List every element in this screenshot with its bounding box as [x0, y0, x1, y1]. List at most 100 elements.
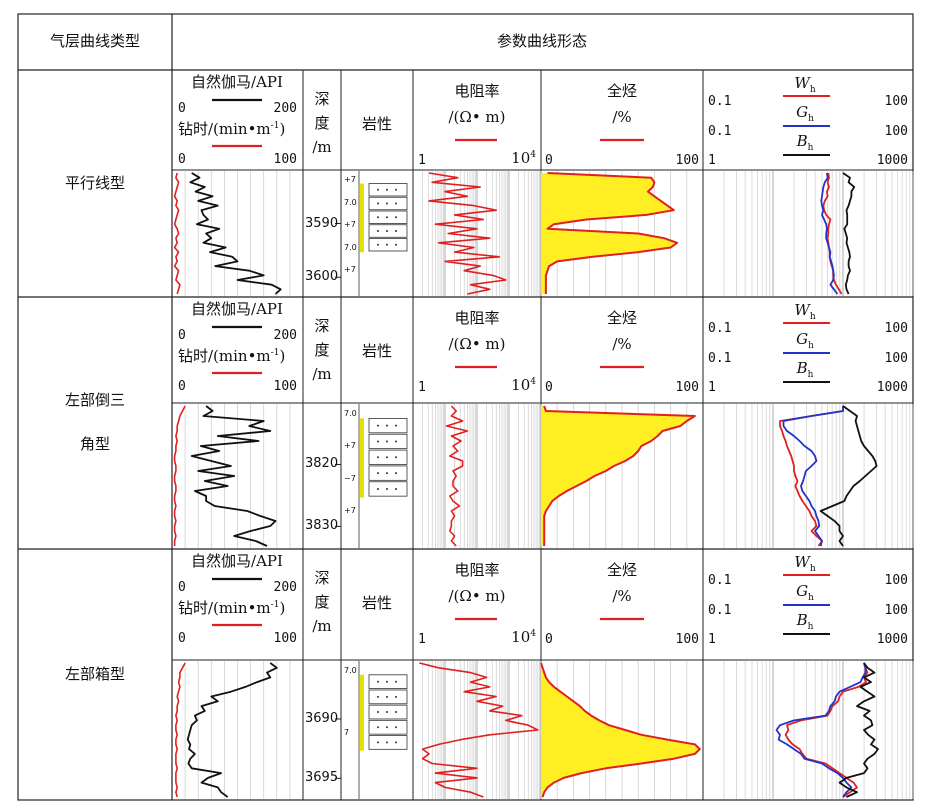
- total-gas-max: 100: [675, 632, 699, 647]
- bh-max: 1000: [876, 380, 908, 395]
- gamma-curve: [186, 662, 278, 798]
- lith-dot: [377, 680, 379, 683]
- resistivity-curve: [445, 405, 469, 547]
- drill-title: 钻时/(min•m-1): [178, 349, 285, 364]
- drill-time-curve: [173, 405, 186, 546]
- resistivity-title: 电阻率: [454, 82, 500, 100]
- lith-label: 7: [344, 727, 350, 737]
- row-type-label: 平行线型: [64, 173, 126, 192]
- bh-symbol-subscript: h: [807, 143, 814, 153]
- lith-dot: [386, 456, 388, 459]
- wh-max: 100: [884, 94, 908, 109]
- resistivity-min: 1: [418, 632, 426, 647]
- lith-dot: [395, 726, 397, 729]
- bh-symbol-symbol: B: [796, 359, 808, 377]
- wh-curve: [784, 662, 869, 798]
- depth-header-char: 度: [314, 114, 330, 132]
- bh-curve: [819, 405, 878, 547]
- lith-dot: [395, 202, 397, 205]
- bh-curve: [838, 662, 879, 798]
- lith-dot: [395, 440, 397, 443]
- resistivity-max-sup: 4: [530, 377, 536, 387]
- row-type-label: 左部倒三: [64, 391, 126, 409]
- lith-dot: [386, 695, 388, 698]
- lith-label: 7.0: [344, 242, 357, 252]
- gamma-title: 自然伽马/API: [191, 300, 283, 318]
- lith-dot: [377, 424, 379, 427]
- lith-dot: [386, 230, 388, 232]
- gh-symbol: Gh: [796, 584, 814, 603]
- lith-dot: [377, 456, 379, 459]
- depth-label: 3830: [305, 518, 339, 534]
- bh-min: 1: [708, 632, 716, 647]
- drill-title-base: 钻时/(min•m: [178, 599, 271, 617]
- bh-symbol-symbol: B: [796, 611, 808, 629]
- resistivity-unit: /(Ω• m): [448, 335, 506, 353]
- wh-max: 100: [884, 573, 908, 588]
- lith-dot: [377, 216, 379, 219]
- gh-curve: [820, 172, 839, 295]
- table-border: [17, 13, 914, 801]
- lith-label: −7: [344, 473, 356, 483]
- gh-min: 0.1: [708, 603, 732, 618]
- gamma-curve: [189, 172, 282, 295]
- bh-min: 1: [708, 153, 716, 168]
- gh-curve: [775, 662, 867, 798]
- wh-symbol-symbol: W: [794, 301, 810, 319]
- lith-dot: [386, 188, 388, 191]
- column-header-shape: 参数曲线形态: [496, 32, 588, 50]
- lith-dot: [377, 487, 379, 490]
- resistivity-max-sup: 4: [530, 629, 536, 639]
- gamma-max: 200: [273, 101, 297, 116]
- lith-marker: [360, 674, 364, 751]
- wh-symbol-subscript: h: [809, 85, 816, 95]
- resistivity-title: 电阻率: [454, 561, 500, 579]
- gamma-min: 0: [178, 328, 186, 343]
- depth-label: 3590: [305, 215, 339, 231]
- depth-header-char: 度: [314, 341, 330, 359]
- drill-min: 0: [178, 631, 186, 646]
- total-gas-fill: [541, 173, 678, 294]
- lith-dot: [377, 440, 379, 443]
- resistivity-min: 1: [418, 380, 426, 395]
- lith-label: 7.0: [344, 665, 357, 675]
- gh-max: 100: [884, 351, 908, 366]
- resistivity-curve: [419, 662, 539, 798]
- lith-dot: [377, 188, 379, 191]
- drill-time-curve: [173, 172, 181, 295]
- wh-symbol-symbol: W: [794, 74, 810, 92]
- lith-dot: [386, 741, 388, 744]
- drill-title-sup: -1: [270, 600, 280, 610]
- total-gas-unit: /%: [612, 108, 632, 126]
- depth-label: 3820: [305, 456, 339, 472]
- wh-symbol-symbol: W: [794, 553, 810, 571]
- gamma-min: 0: [178, 101, 186, 116]
- lith-marker: [360, 418, 364, 498]
- total-gas-fill: [541, 663, 700, 797]
- lith-dot: [377, 695, 379, 698]
- depth-header-char: 深: [314, 90, 330, 108]
- lith-label: +7: [344, 265, 356, 274]
- drill-title-close: ): [279, 120, 286, 138]
- lith-dot: [386, 680, 388, 683]
- lith-dot: [395, 741, 397, 744]
- depth-header-char: 度: [314, 593, 330, 611]
- bh-max: 1000: [876, 153, 908, 168]
- lith-label: 7.0: [344, 408, 357, 418]
- lithology-header: 岩性: [361, 115, 393, 133]
- lith-dot: [386, 202, 388, 205]
- lith-dot: [377, 230, 379, 232]
- depth-header-char: /m: [312, 138, 332, 156]
- lith-dot: [395, 216, 397, 219]
- lith-label: +7: [344, 441, 356, 451]
- wh-min: 0.1: [708, 573, 732, 588]
- lith-dot: [377, 243, 379, 246]
- total-gas-curve: [544, 172, 679, 294]
- lith-dot: [395, 711, 397, 714]
- wh-curve: [779, 406, 844, 547]
- bh-symbol: Bh: [797, 134, 814, 153]
- resistivity-max-base: 10: [511, 376, 531, 394]
- gh-symbol: Gh: [796, 332, 814, 351]
- total-gas-min: 0: [545, 632, 553, 647]
- drill-title: 钻时/(min•m-1): [178, 601, 285, 616]
